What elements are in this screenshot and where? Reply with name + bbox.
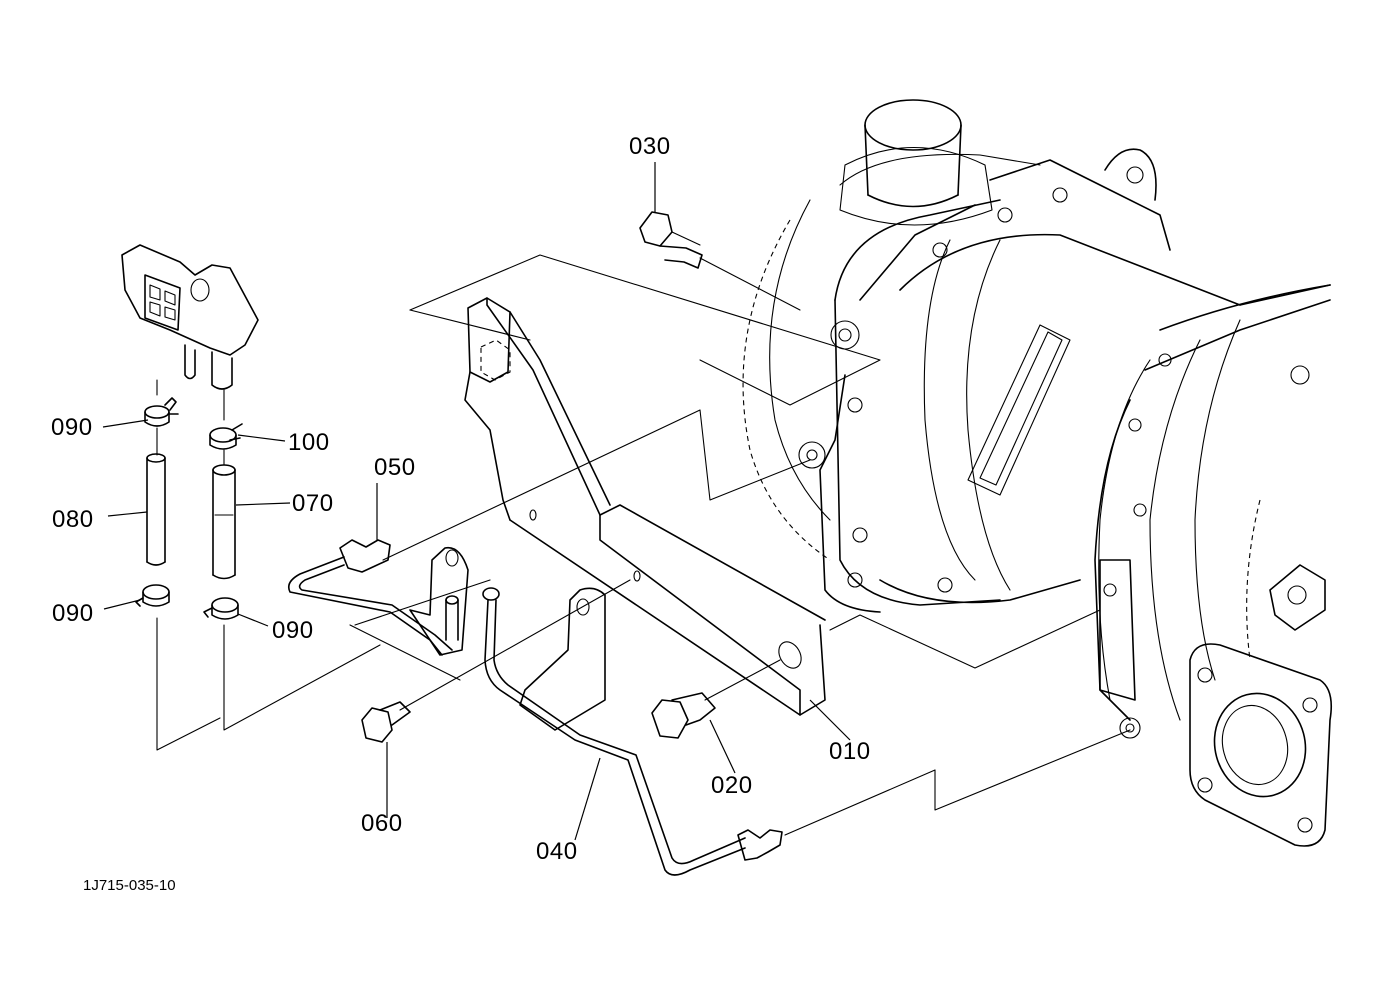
part-label-100: 100	[288, 429, 330, 456]
bolt-030	[639, 211, 703, 269]
part-label-060: 060	[361, 810, 403, 837]
clamp-100	[209, 423, 243, 450]
clamp-090-right	[203, 597, 239, 620]
part-label-020: 020	[711, 772, 753, 799]
leader-lines	[102, 162, 851, 841]
part-label-040: 040	[536, 838, 578, 865]
bolt-020	[651, 692, 716, 739]
part-label-010: 010	[829, 738, 871, 765]
bracket-010	[464, 297, 826, 716]
pressure-sensor	[121, 244, 259, 390]
part-label-090-left: 090	[52, 600, 94, 627]
hose-070	[212, 464, 236, 580]
assembly-guide-lines	[156, 254, 1131, 836]
document-id: 1J715-035-10	[83, 877, 176, 894]
pipe-040	[482, 587, 783, 876]
part-number-labels: 030 050 090 100 080 070 090 090 010 020 …	[51, 133, 871, 865]
part-label-090-right: 090	[272, 617, 314, 644]
clamp-090-left	[135, 584, 170, 607]
part-label-050: 050	[374, 454, 416, 481]
dpf-muffler-assembly	[742, 99, 1333, 847]
pipe-050	[287, 539, 469, 656]
part-label-070: 070	[292, 490, 334, 517]
part-label-080: 080	[52, 506, 94, 533]
part-label-090-top: 090	[51, 414, 93, 441]
hose-080	[146, 453, 166, 566]
clamp-090-top	[144, 397, 179, 427]
part-label-030: 030	[629, 133, 671, 160]
